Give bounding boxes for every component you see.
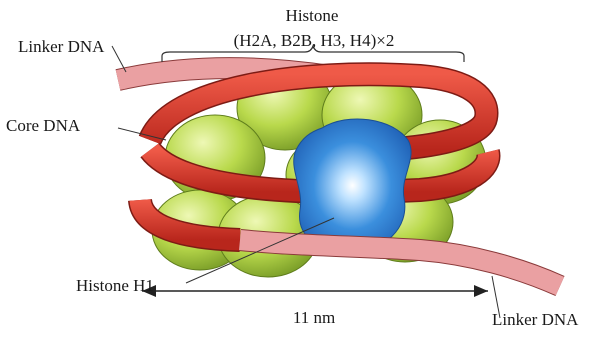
scale-bar: [142, 285, 488, 297]
histone-h1-label: Histone H1: [76, 276, 154, 295]
histone-composition-label: (H2A, B2B, H3, H4)×2: [234, 31, 395, 50]
scale-label: 11 nm: [293, 308, 335, 327]
linker-dna-top-leader: [112, 46, 126, 72]
core-dna-label: Core DNA: [6, 116, 81, 135]
linker-dna-top-label: Linker DNA: [18, 37, 105, 56]
histone-title-label: Histone: [286, 6, 339, 25]
linker-dna-bottom-label: Linker DNA: [492, 310, 579, 329]
histone-h1: [294, 119, 411, 252]
